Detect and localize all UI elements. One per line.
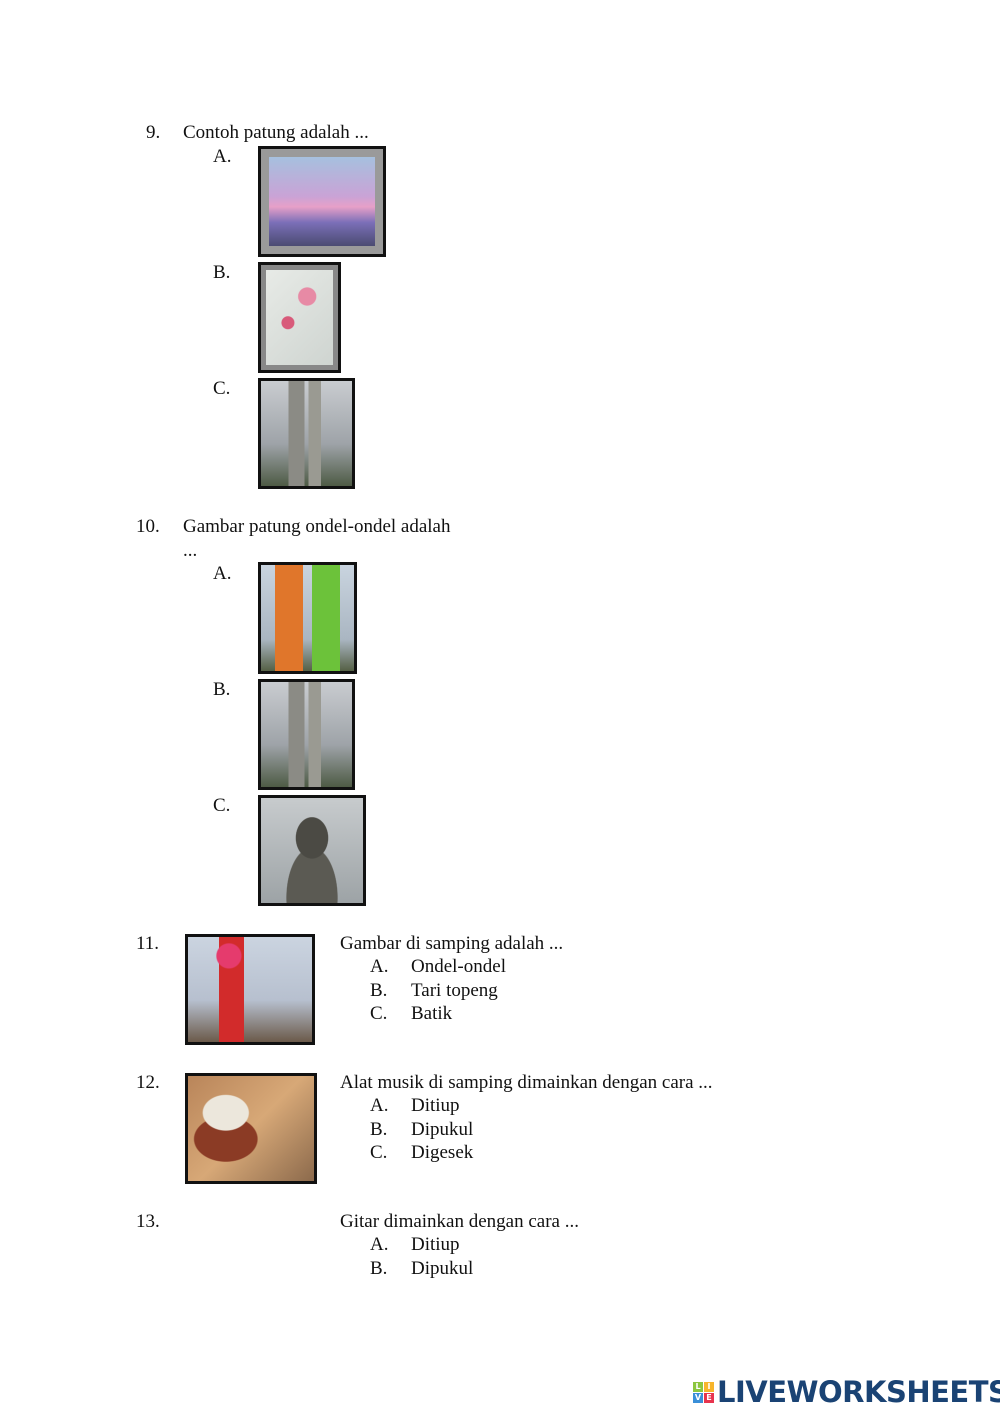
question-text-cont: ...	[183, 540, 198, 561]
liveworksheets-logo: L I V E LIVEWORKSHEETS	[693, 1375, 1000, 1409]
option-letter: B.	[370, 980, 388, 1001]
option-image-landscape-painting[interactable]	[258, 146, 386, 257]
option-letter: A.	[213, 146, 232, 167]
option-letter: C.	[370, 1142, 388, 1163]
option-image-flower-painting[interactable]	[258, 262, 341, 373]
live-badge-icon: L I V E	[693, 1381, 714, 1403]
option-text[interactable]: Ondel-ondel	[411, 956, 506, 977]
option-letter: A.	[370, 1234, 389, 1255]
question-text: Gambar di samping adalah ...	[340, 933, 564, 954]
option-image-statue[interactable]	[258, 378, 355, 489]
option-text[interactable]: Batik	[411, 1003, 453, 1024]
option-letter: B.	[370, 1119, 388, 1140]
option-text[interactable]: Tari topeng	[411, 980, 498, 1001]
question-number: 12.	[136, 1072, 160, 1093]
option-letter: C.	[370, 1003, 388, 1024]
question-image-mask-dancer	[185, 934, 315, 1045]
logo-text: LIVEWORKSHEETS	[717, 1375, 1000, 1409]
question-text: Contoh patung adalah ...	[183, 122, 369, 143]
option-image-ondel-ondel[interactable]	[258, 562, 357, 674]
question-number: 11.	[136, 933, 160, 954]
option-letter: C.	[213, 378, 231, 399]
option-letter: A.	[213, 563, 232, 584]
option-letter: B.	[213, 262, 231, 283]
option-text[interactable]: Ditiup	[411, 1095, 460, 1116]
question-text: Alat musik di samping dimainkan dengan c…	[340, 1072, 713, 1093]
question-image-drum	[185, 1073, 317, 1184]
question-text: Gambar patung ondel-ondel adalah	[183, 516, 451, 537]
option-text[interactable]: Dipukul	[411, 1258, 474, 1279]
question-number: 13.	[136, 1211, 160, 1232]
option-image-statue[interactable]	[258, 679, 355, 790]
question-text: Gitar dimainkan dengan cara ...	[340, 1211, 579, 1232]
question-number: 10.	[136, 516, 160, 537]
option-text[interactable]: Digesek	[411, 1142, 474, 1163]
question-number: 9.	[146, 122, 161, 143]
option-letter: C.	[213, 795, 231, 816]
option-text[interactable]: Dipukul	[411, 1119, 474, 1140]
option-letter: A.	[370, 1095, 389, 1116]
option-letter: B.	[370, 1258, 388, 1279]
option-image-bust[interactable]	[258, 795, 366, 906]
option-letter: A.	[370, 956, 389, 977]
option-letter: B.	[213, 679, 231, 700]
option-text[interactable]: Ditiup	[411, 1234, 460, 1255]
